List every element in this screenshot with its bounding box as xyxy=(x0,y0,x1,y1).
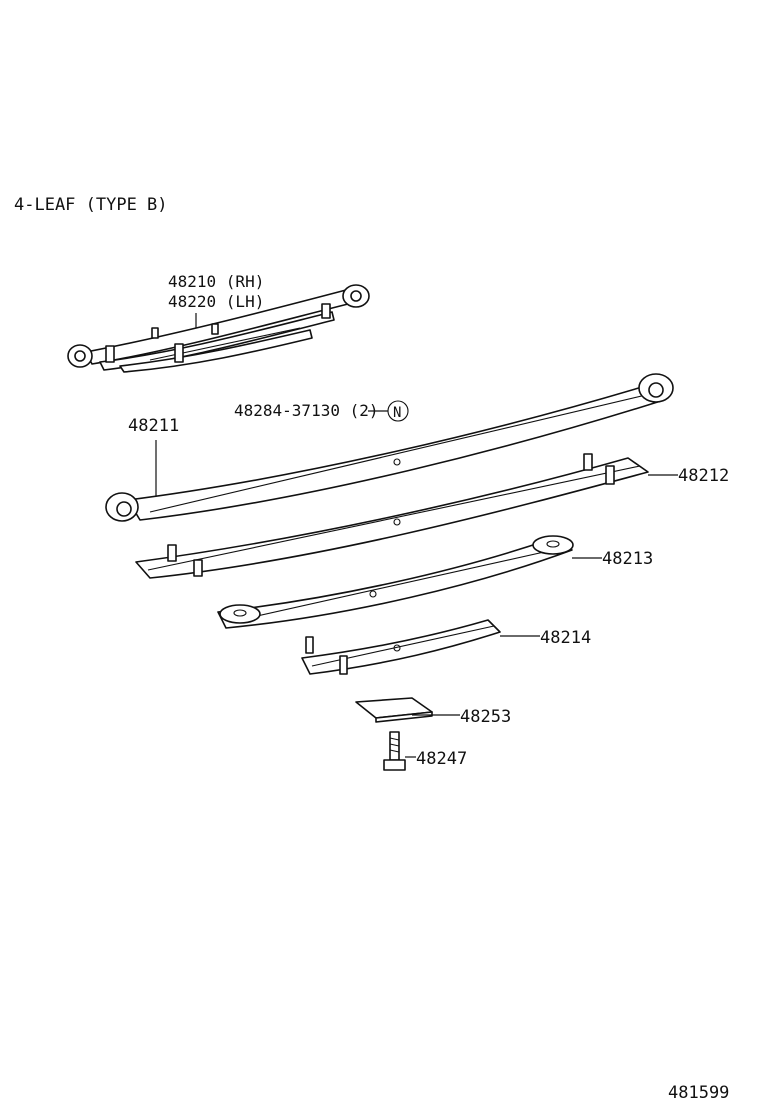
liner-callout: 48284-37130 (2) N xyxy=(234,400,409,422)
part-label-48211: 48211 xyxy=(128,416,179,436)
assembly-label-lh: 48220 (LH) xyxy=(168,292,264,311)
leaf-4: 48214 xyxy=(301,619,591,675)
spring-assembly: 48210 (RH) 48220 (LH) xyxy=(67,272,370,373)
liner-part-number: 48284-37130 (2) xyxy=(234,401,379,420)
new-part-symbol-icon xyxy=(387,400,409,422)
part-label-48214: 48214 xyxy=(540,628,591,648)
part-label-48213: 48213 xyxy=(602,549,653,569)
diagram-title: 4-LEAF (TYPE B) xyxy=(14,195,168,215)
leaf-3: 48213 xyxy=(217,535,653,629)
new-part-symbol: N xyxy=(393,405,401,421)
center-bolt: 48247 xyxy=(383,731,467,771)
figure-number: 481599 xyxy=(668,1083,729,1103)
assembly-label-rh: 48210 (RH) xyxy=(168,272,264,291)
part-label-48212: 48212 xyxy=(678,466,729,486)
part-label-48253: 48253 xyxy=(460,707,511,727)
leaf-2: 48212 xyxy=(135,453,729,579)
spacer-plate: 48253 xyxy=(355,697,511,727)
part-label-48247: 48247 xyxy=(416,749,467,769)
main-leaf: 48211 xyxy=(105,373,674,522)
